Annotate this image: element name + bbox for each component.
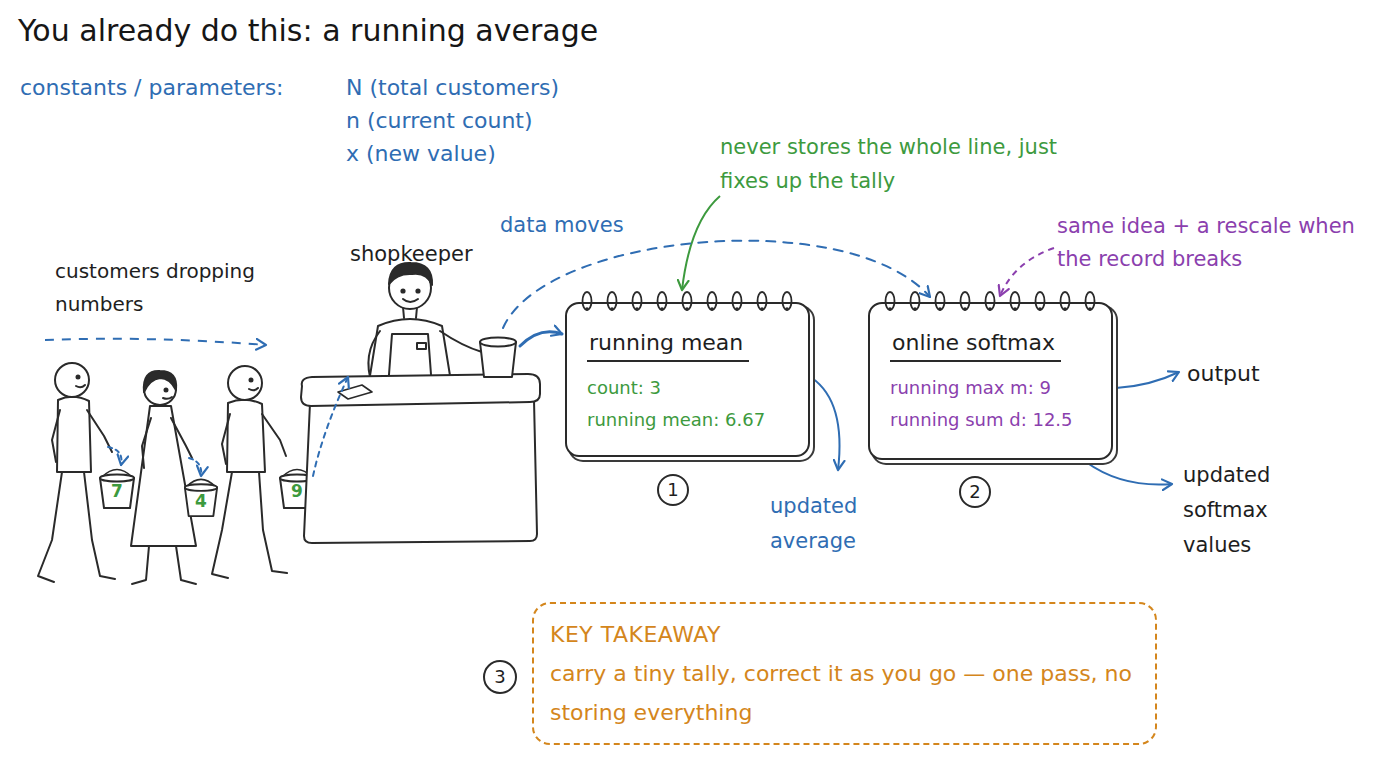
notepad-line: running mean: 6.67 — [587, 406, 792, 434]
customer-figure — [131, 371, 201, 584]
output-arrow — [1116, 372, 1179, 388]
takeaway-heading: KEY TAKEAWAY — [550, 620, 1139, 650]
output-label: output — [1187, 359, 1260, 389]
callout-circle — [960, 477, 990, 507]
group-label: customers dropping numbers — [55, 255, 265, 321]
shopkeeper-figure — [368, 263, 482, 388]
notepad-heading: running mean — [587, 330, 749, 362]
parameter-label: x (new value) — [346, 139, 496, 169]
person-label: shopkeeper — [350, 242, 473, 266]
number-bucket: 7 — [98, 468, 136, 510]
callout-circle — [658, 475, 688, 505]
notepad-heading-row: online softmax — [890, 330, 1095, 362]
notepad-box: running mean count: 3 running mean: 6.67 — [565, 302, 810, 457]
edge-label: data moves — [500, 210, 624, 240]
bucket-rim — [185, 484, 217, 491]
callout-number: 1 — [658, 475, 688, 505]
notepad-heading: online softmax — [890, 330, 1061, 362]
annotation-note: same idea + a rescale when the record br… — [1057, 210, 1369, 276]
counter-bucket-rim — [480, 338, 516, 347]
parameter-label: constants / parameters: — [20, 73, 284, 103]
callout-number: 3 — [485, 662, 515, 692]
number-bucket: 4 — [183, 478, 219, 518]
diagram-title: You already do this: a running average — [18, 13, 598, 48]
counter-front — [304, 400, 537, 543]
notepad-line: count: 3 — [587, 374, 792, 402]
counter-shape — [298, 330, 542, 546]
output-arrow — [812, 378, 840, 470]
flow-arrow — [45, 339, 266, 345]
callout-circle — [484, 661, 516, 693]
takeaway-body: carry a tiny tally, correct it as you go… — [550, 654, 1135, 732]
annotation-note: never stores the whole line, just fixes … — [720, 130, 1088, 198]
output-arrow — [1086, 462, 1172, 485]
bucket-number: 7 — [98, 481, 136, 501]
parameter-label: n (current count) — [346, 106, 533, 136]
paper-sheet — [338, 385, 372, 399]
notepad-line: running max m: 9 — [890, 374, 1095, 402]
shop-counter: shopkeeper — [298, 330, 542, 546]
takeaway-box: KEY TAKEAWAY carry a tiny tally, correct … — [532, 602, 1157, 745]
output-label: updated average — [770, 489, 882, 559]
bucket-number: 4 — [183, 491, 219, 511]
counter-top — [301, 374, 540, 406]
bucket-rim — [100, 475, 134, 482]
callout-number: 2 — [960, 477, 990, 507]
notepad-line: running sum d: 12.5 — [890, 406, 1095, 434]
flow-connector — [520, 332, 562, 346]
notepad-box: online softmax running max m: 9 running su… — [868, 302, 1113, 460]
note-arrow — [1000, 248, 1054, 296]
note-arrow — [682, 196, 720, 290]
parameter-label: N (total customers) — [346, 73, 559, 103]
notepad-heading-row: running mean — [587, 330, 792, 362]
output-label: updated softmax values — [1183, 458, 1295, 563]
customer-figure — [212, 366, 287, 578]
